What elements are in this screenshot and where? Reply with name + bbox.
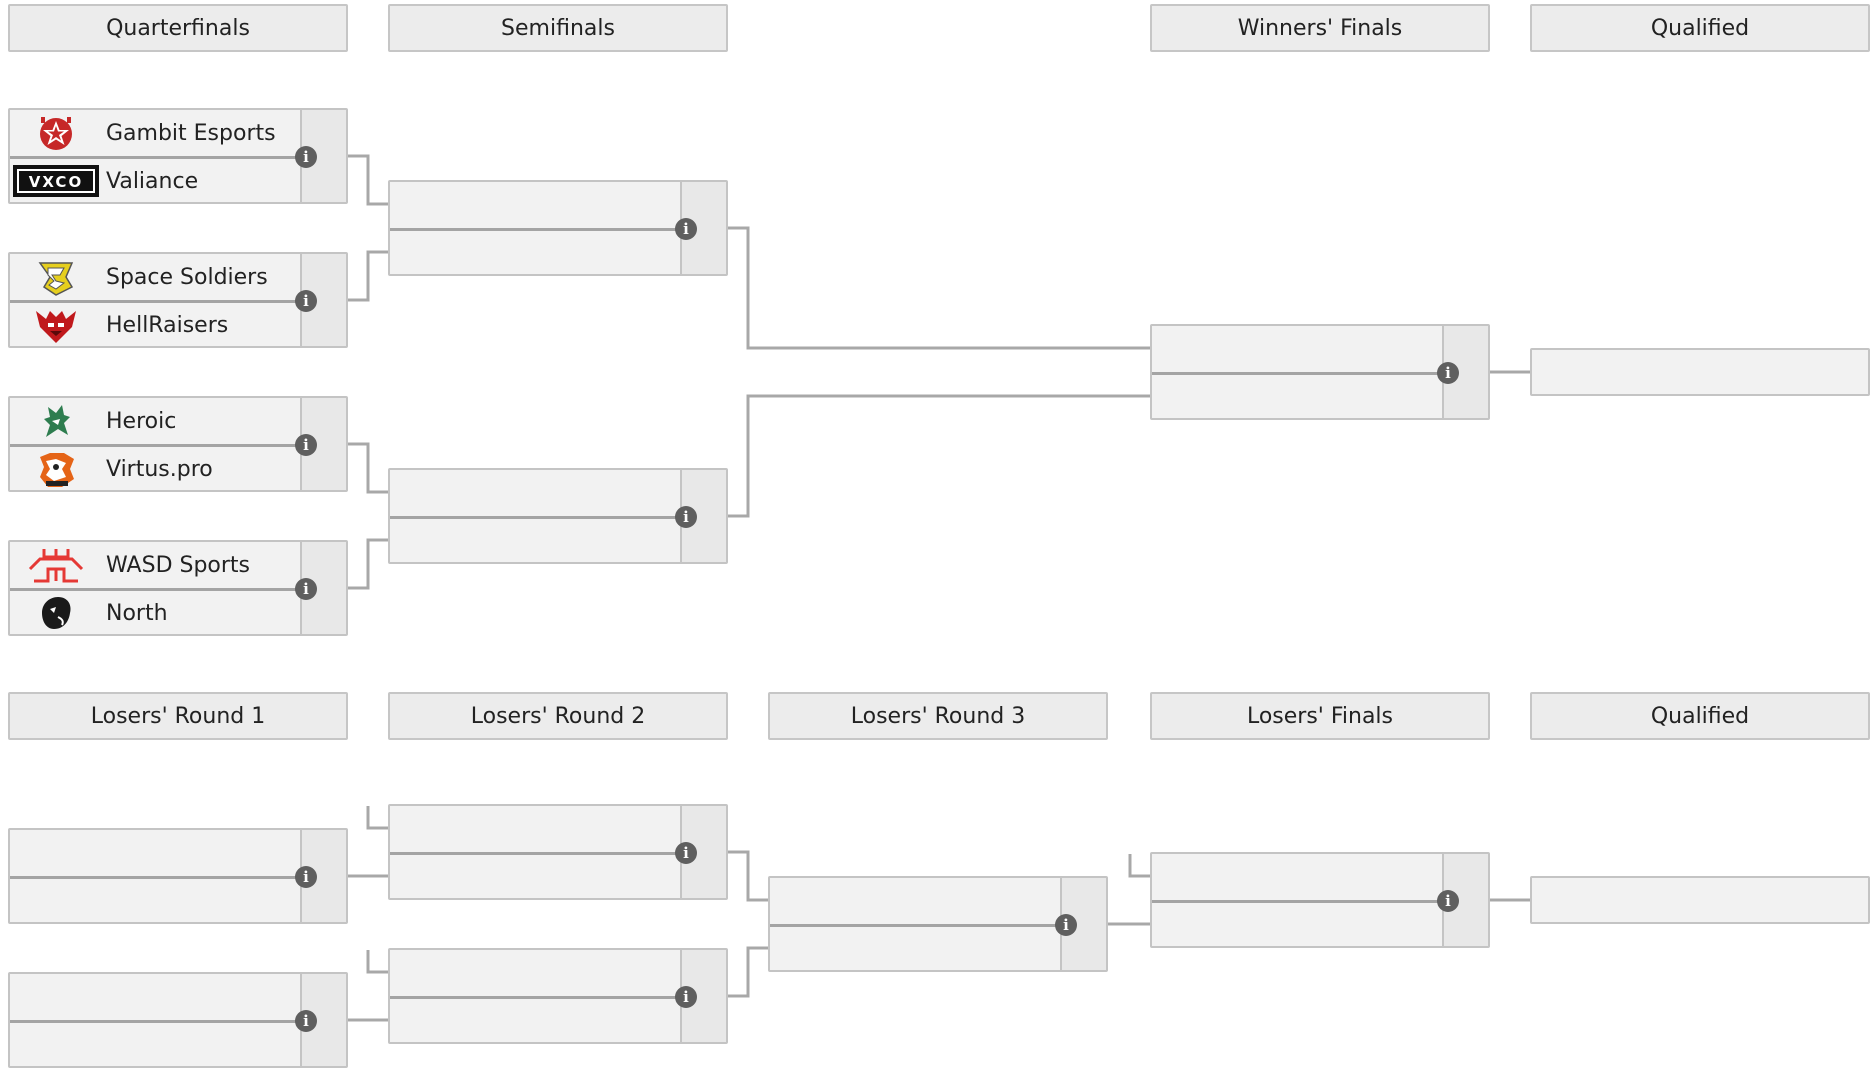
- connector-line: [348, 154, 388, 206]
- qualified-slot-lower[interactable]: [1530, 876, 1870, 924]
- match-info-icon[interactable]: i: [295, 866, 317, 888]
- header-losers-round-2: Losers' Round 2: [388, 692, 728, 740]
- match-divider: [1152, 372, 1488, 375]
- team-name: Virtus.pro: [106, 456, 213, 482]
- match-divider: [10, 156, 346, 159]
- match-divider: [1152, 900, 1488, 903]
- team-slot[interactable]: Virtus.pro: [10, 446, 302, 492]
- connector-line: [348, 538, 388, 590]
- match-divider: [390, 516, 726, 519]
- svg-text:VXCO: VXCO: [29, 173, 83, 191]
- team-name: HellRaisers: [106, 312, 229, 338]
- match-semifinal-2[interactable]: i: [388, 468, 728, 564]
- connector-line: [728, 850, 768, 902]
- connector-line: [728, 394, 1150, 518]
- match-quarterfinal-1[interactable]: Gambit Esports VXCO Valiance i: [8, 108, 348, 204]
- heroic-logo-icon: [10, 401, 102, 441]
- hellraisers-logo-icon: [10, 305, 102, 345]
- space-soldiers-logo-icon: [10, 257, 102, 297]
- match-divider: [10, 1020, 346, 1023]
- header-losers-round-1: Losers' Round 1: [8, 692, 348, 740]
- valiance-logo-icon: VXCO: [10, 161, 102, 201]
- match-winners-final[interactable]: i: [1150, 324, 1490, 420]
- header-winners-finals: Winners' Finals: [1150, 4, 1490, 52]
- match-info-icon[interactable]: i: [1437, 362, 1459, 384]
- match-info-icon[interactable]: i: [295, 434, 317, 456]
- qualified-slot-upper[interactable]: [1530, 348, 1870, 396]
- team-slot[interactable]: Heroic: [10, 398, 302, 444]
- team-name: Space Soldiers: [106, 264, 268, 290]
- team-slot[interactable]: HellRaisers: [10, 302, 302, 348]
- gambit-logo-icon: [10, 113, 102, 153]
- team-name: Valiance: [106, 168, 199, 194]
- header-quarterfinals: Quarterfinals: [8, 4, 348, 52]
- match-info-icon[interactable]: i: [675, 986, 697, 1008]
- team-slot[interactable]: WASD Sports: [10, 542, 302, 588]
- match-divider: [10, 876, 346, 879]
- north-logo-icon: [10, 593, 102, 633]
- header-losers-finals: Losers' Finals: [1150, 692, 1490, 740]
- connector-line: [366, 806, 388, 830]
- team-slot[interactable]: North: [10, 590, 302, 636]
- match-losers-round-1-b[interactable]: i: [8, 972, 348, 1068]
- match-info-icon[interactable]: i: [295, 290, 317, 312]
- match-divider: [10, 444, 346, 447]
- connector-line: [728, 226, 1150, 350]
- match-divider: [390, 852, 726, 855]
- match-info-icon[interactable]: i: [295, 578, 317, 600]
- team-name: Heroic: [106, 408, 177, 434]
- match-divider: [770, 924, 1106, 927]
- connector-line: [728, 946, 768, 998]
- match-divider: [390, 228, 726, 231]
- match-losers-round-2-a[interactable]: i: [388, 804, 728, 900]
- match-info-icon[interactable]: i: [675, 218, 697, 240]
- connector-line: [348, 250, 388, 302]
- team-name: Gambit Esports: [106, 120, 276, 146]
- match-losers-final[interactable]: i: [1150, 852, 1490, 948]
- match-info-icon[interactable]: i: [675, 842, 697, 864]
- match-divider: [10, 588, 346, 591]
- team-name: WASD Sports: [106, 552, 251, 578]
- match-semifinal-1[interactable]: i: [388, 180, 728, 276]
- wasd-sports-logo-icon: [10, 545, 102, 585]
- team-slot[interactable]: VXCO Valiance: [10, 158, 302, 204]
- match-quarterfinal-4[interactable]: WASD Sports North i: [8, 540, 348, 636]
- header-qualified-lower: Qualified: [1530, 692, 1870, 740]
- match-info-icon[interactable]: i: [295, 1010, 317, 1032]
- header-losers-round-3: Losers' Round 3: [768, 692, 1108, 740]
- match-quarterfinal-3[interactable]: Heroic Virtus.pro i: [8, 396, 348, 492]
- match-losers-round-2-b[interactable]: i: [388, 948, 728, 1044]
- match-quarterfinal-2[interactable]: Space Soldiers HellRaisers i: [8, 252, 348, 348]
- match-divider: [390, 996, 726, 999]
- connector-line: [1128, 854, 1150, 878]
- team-slot[interactable]: Gambit Esports: [10, 110, 302, 156]
- match-info-icon[interactable]: i: [1055, 914, 1077, 936]
- match-divider: [10, 300, 346, 303]
- virtus-pro-logo-icon: [10, 449, 102, 489]
- match-losers-round-3[interactable]: i: [768, 876, 1108, 972]
- connector-line: [366, 950, 388, 974]
- connector-line: [348, 442, 388, 494]
- team-name: North: [106, 600, 168, 626]
- match-info-icon[interactable]: i: [675, 506, 697, 528]
- match-losers-round-1-a[interactable]: i: [8, 828, 348, 924]
- team-slot[interactable]: Space Soldiers: [10, 254, 302, 300]
- match-info-icon[interactable]: i: [1437, 890, 1459, 912]
- header-semifinals: Semifinals: [388, 4, 728, 52]
- header-qualified-upper: Qualified: [1530, 4, 1870, 52]
- match-info-icon[interactable]: i: [295, 146, 317, 168]
